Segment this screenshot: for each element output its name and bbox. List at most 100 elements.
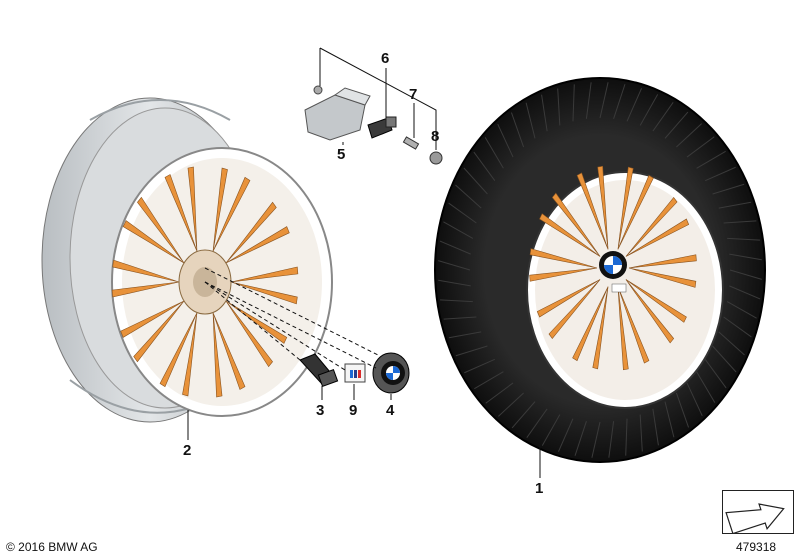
tread-line <box>541 414 561 446</box>
bmw-logo-icon <box>599 251 627 279</box>
tread-line <box>704 166 736 182</box>
spoke <box>625 279 687 323</box>
spoke <box>572 286 609 362</box>
tread-line <box>574 421 587 456</box>
tread-line <box>438 279 471 287</box>
tread-line <box>652 102 674 132</box>
spoke <box>225 300 273 368</box>
spoke <box>628 254 697 269</box>
tread-line <box>572 84 575 122</box>
tread-line <box>474 371 504 390</box>
tread-line <box>541 94 548 132</box>
tread-line <box>696 150 726 169</box>
spoke <box>212 312 246 390</box>
spoke <box>529 267 598 282</box>
tread-line <box>625 418 628 456</box>
tread-line <box>525 102 536 139</box>
tread-line <box>440 299 473 303</box>
spoke <box>625 218 690 257</box>
spoke <box>617 286 650 364</box>
tread-line <box>726 301 757 319</box>
tread-line <box>557 88 561 126</box>
tread-line <box>664 401 675 438</box>
tread-line <box>696 371 716 403</box>
tread-line <box>473 151 496 181</box>
tread-line <box>712 345 737 373</box>
spoke <box>159 312 198 388</box>
spoke <box>617 166 634 250</box>
leader-lines <box>187 47 541 478</box>
spoke <box>536 279 601 318</box>
spoke <box>529 248 598 269</box>
tread-line <box>675 392 690 428</box>
spoke <box>212 176 251 252</box>
valve-screw-icon <box>402 136 420 150</box>
tire-tread <box>438 82 762 458</box>
tread-line <box>727 237 760 241</box>
tread-line <box>686 382 703 417</box>
tread-line <box>676 123 702 148</box>
spoke <box>137 196 185 264</box>
tread-line <box>557 418 574 452</box>
tread-line <box>511 401 536 429</box>
spoke <box>551 192 601 257</box>
spoke <box>625 279 675 344</box>
spoke <box>225 226 290 264</box>
tread-line <box>729 269 762 280</box>
tread-line <box>497 123 514 158</box>
tpms-sensor-icon <box>304 85 371 141</box>
tread-line <box>464 358 496 374</box>
tread-line <box>526 408 548 438</box>
spoke <box>539 213 601 257</box>
tread-line <box>510 112 525 148</box>
spoke <box>112 259 180 283</box>
tread-line <box>639 94 659 126</box>
tread-line <box>608 421 615 458</box>
tread-line <box>729 253 762 261</box>
label-2: 2 <box>183 442 192 459</box>
m-badge-icon <box>611 283 627 293</box>
tread-line <box>591 421 601 458</box>
tread-line <box>626 88 643 122</box>
tread-line <box>723 220 757 224</box>
spoke <box>133 300 185 363</box>
label-1: 1 <box>535 480 544 497</box>
spoke <box>187 166 198 252</box>
tread-line <box>438 260 471 271</box>
valve-nut-icon <box>429 151 443 165</box>
spoke <box>617 174 654 250</box>
label-4: 4 <box>386 402 395 419</box>
spoke <box>120 300 185 338</box>
tread-line <box>664 111 689 139</box>
spoke <box>122 220 185 264</box>
navigation-button[interactable] <box>722 490 794 535</box>
spoke <box>548 279 601 340</box>
spoke <box>617 286 629 371</box>
tread-line <box>723 316 752 338</box>
arrow-icon <box>725 503 785 535</box>
tread-line <box>448 202 477 224</box>
tread-line <box>455 184 482 209</box>
label-9: 9 <box>349 402 358 419</box>
label-6: 6 <box>381 50 390 67</box>
tread-line <box>639 414 643 452</box>
wheel-bolt-icon <box>299 353 339 388</box>
label-7: 7 <box>409 86 418 103</box>
tread-line <box>599 82 609 119</box>
rim-spokes <box>111 166 299 398</box>
tread-line <box>686 136 715 158</box>
tread-line <box>704 359 727 389</box>
tread-line <box>729 285 761 300</box>
tire-assembly <box>434 77 766 463</box>
tread-line <box>443 316 477 320</box>
tread-line <box>712 183 745 195</box>
tread-line <box>439 240 471 255</box>
tread-line <box>718 331 745 356</box>
copyright-text: © 2016 BMW AG <box>6 540 98 554</box>
m-emblem-icon <box>344 363 366 383</box>
spoke <box>212 167 228 252</box>
spoke <box>111 281 180 298</box>
spoke <box>597 165 609 250</box>
tire-rim-spokes <box>529 165 697 371</box>
